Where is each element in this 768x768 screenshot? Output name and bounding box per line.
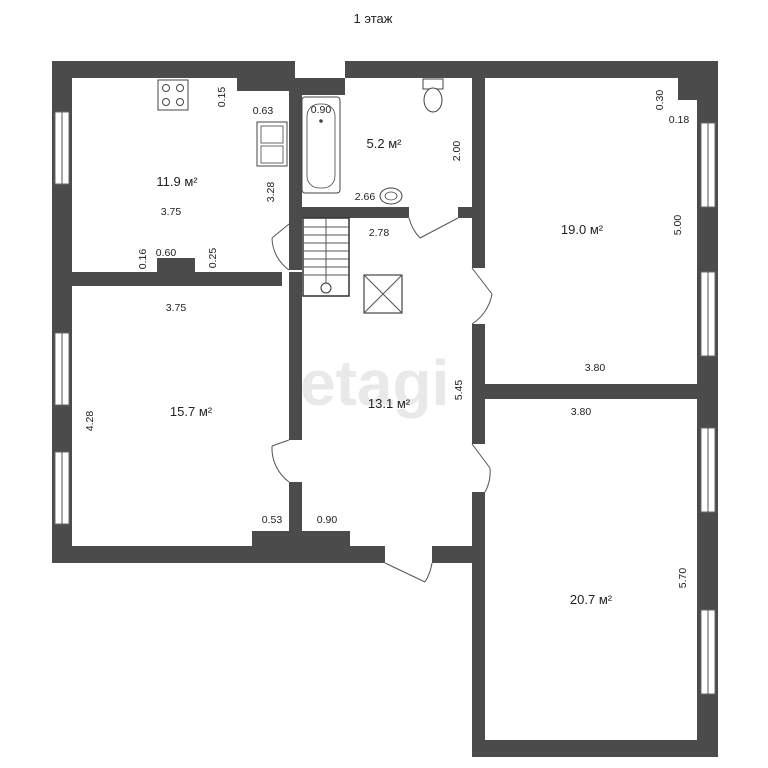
dimension-labels: 0.15 0.63 3.28 3.75 0.16 0.60 0.25 0.90 … [84, 87, 689, 589]
floor-title: 1 этаж [354, 11, 393, 26]
windows [54, 111, 716, 695]
dimension-label: 3.80 [571, 406, 592, 418]
staircase [302, 217, 350, 297]
dimension-label: 5.00 [672, 215, 684, 236]
dimension-label: 0.90 [317, 514, 338, 526]
door[interactable] [271, 223, 290, 271]
door[interactable] [471, 443, 491, 493]
dimension-label: 0.25 [207, 248, 219, 269]
dimension-label: 0.15 [216, 87, 228, 108]
dimension-label: 3.28 [265, 182, 277, 203]
entrance-door[interactable] [384, 562, 433, 583]
dimension-label: 3.75 [166, 302, 187, 314]
dimension-label: 0.90 [311, 104, 332, 116]
dimension-label: 5.70 [677, 568, 689, 589]
room-area-se: 20.7 м² [570, 592, 613, 607]
doors [271, 217, 493, 583]
dimension-label: 2.78 [369, 227, 390, 239]
stove-icon [157, 79, 189, 111]
door[interactable] [271, 439, 290, 483]
toilet-icon [422, 78, 444, 113]
dimension-label: 0.16 [137, 249, 149, 270]
dimension-label: 2.66 [355, 191, 376, 203]
dimension-label: 5.45 [453, 380, 465, 401]
room-area-kitchen: 11.9 м² [156, 174, 198, 189]
dimension-label: 4.28 [84, 411, 96, 432]
room-area-bathroom: 5.2 м² [367, 136, 403, 151]
washbasin-icon [379, 187, 403, 205]
watermark: etagi [300, 347, 449, 419]
dimension-label: 0.60 [156, 247, 177, 259]
door[interactable] [408, 217, 459, 239]
dimension-label: 2.00 [451, 141, 463, 162]
sink-icon [256, 121, 288, 167]
ceiling-opening [363, 274, 403, 314]
dimension-label: 0.63 [253, 105, 274, 117]
room-area-ne: 19.0 м² [561, 222, 604, 237]
dimension-label: 0.18 [669, 114, 690, 126]
interior-walls [52, 78, 718, 558]
room-area-w: 15.7 м² [170, 404, 213, 419]
outer-walls [52, 61, 718, 757]
bathtub-icon [301, 96, 341, 194]
dimension-label: 0.30 [654, 90, 666, 111]
door[interactable] [471, 267, 493, 325]
dimension-label: 0.53 [262, 514, 283, 526]
dimension-label: 3.80 [585, 362, 606, 374]
dimension-label: 3.75 [161, 206, 182, 218]
room-area-hall: 13.1 м² [368, 396, 411, 411]
